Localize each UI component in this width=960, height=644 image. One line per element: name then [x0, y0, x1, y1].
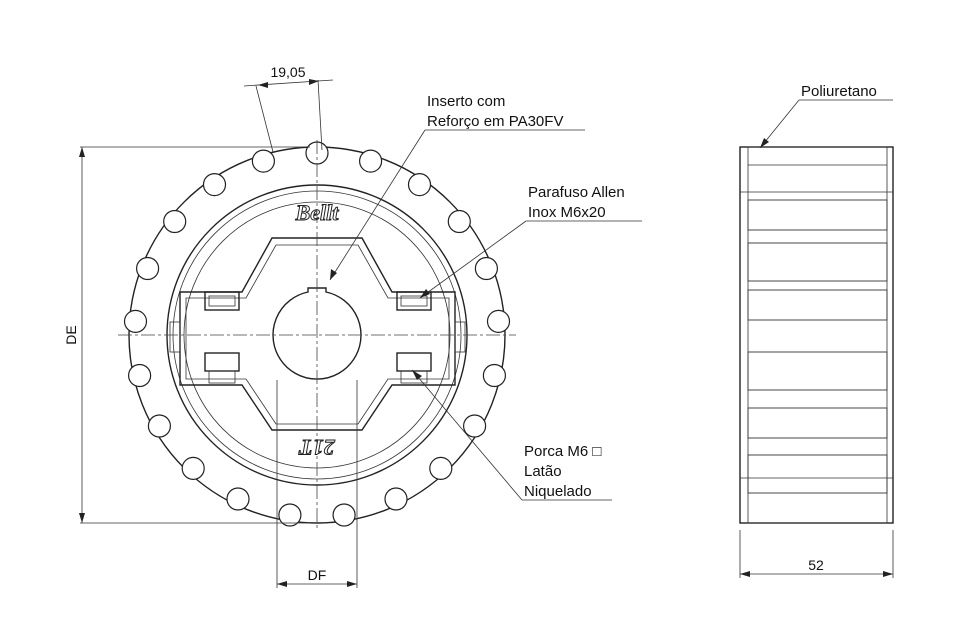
- width-arrow-right: [883, 571, 893, 577]
- side-tooth: [747, 289, 888, 321]
- material-callout: Poliuretano: [801, 83, 877, 100]
- tooth-notch: [463, 414, 487, 438]
- nut-leader: [411, 369, 523, 501]
- width-label: 52: [808, 557, 824, 573]
- side-tooth: [747, 199, 888, 231]
- bolt-pocket-bottom-left: [204, 352, 240, 372]
- tooth-notch: [278, 503, 302, 527]
- de-arrow-top: [79, 147, 85, 157]
- pitch-arrow-left: [258, 82, 268, 88]
- de-dimension: DE: [63, 146, 310, 524]
- de-label: DE: [63, 325, 79, 344]
- material-leader-arrow: [760, 138, 769, 148]
- df-arrow-left: [277, 581, 287, 587]
- side-tooth: [747, 454, 888, 494]
- side-slot-left: [169, 321, 181, 353]
- width-arrow-left: [740, 571, 750, 577]
- callout-nut: Porca M6 □ Latão Niquelado: [411, 369, 612, 501]
- tooth-notch: [147, 414, 171, 438]
- bolt-pocket-top-right: [396, 291, 432, 311]
- tooth-notch: [486, 309, 511, 333]
- side-tooth: [747, 351, 888, 391]
- brand-engraving: Bellt: [295, 200, 340, 225]
- screw-callout-line2: Inox M6x20: [528, 204, 606, 221]
- nut-right: [400, 370, 428, 384]
- side-tooth: [747, 242, 888, 282]
- bolt-pocket-top-left: [204, 291, 240, 311]
- side-slot-right: [454, 321, 466, 353]
- tooth-notch: [181, 456, 205, 480]
- side-view: [739, 146, 894, 524]
- screw-leader-arrow: [420, 289, 430, 298]
- bolt-pocket-bottom-right: [396, 352, 432, 372]
- callout-screw: Parafuso Allen Inox M6x20: [419, 184, 642, 299]
- pitch-arrow-right: [309, 79, 319, 85]
- pitch-dim-line: [243, 79, 334, 87]
- callout-insert: Inserto com Reforço em PA30FV: [329, 93, 585, 281]
- tooth-notch: [332, 503, 356, 527]
- insert-outline: [179, 237, 456, 431]
- tooth-notch: [429, 456, 453, 480]
- de-arrow-bottom: [79, 513, 85, 523]
- pitch-label: 19,05: [270, 64, 305, 80]
- df-arrow-right: [347, 581, 357, 587]
- pitch-dimension: 19,05: [243, 64, 334, 153]
- insert-callout-line2: Reforço em PA30FV: [427, 113, 563, 130]
- nut-leader-arrow: [412, 370, 422, 380]
- tooth-notch: [163, 209, 187, 234]
- insert-leader-arrow: [330, 269, 337, 280]
- screw-callout-line1: Parafuso Allen: [528, 184, 625, 201]
- nut-callout-line2: Latão: [524, 463, 562, 480]
- tooth-notch: [202, 173, 227, 197]
- side-inner: [747, 146, 888, 524]
- df-dimension: DF: [276, 380, 358, 588]
- pitch-ext-right: [317, 79, 323, 151]
- front-view: Bellt 21T: [118, 140, 516, 530]
- tooth-notches: [123, 141, 511, 527]
- tooth-count-engraving: 21T: [298, 435, 336, 460]
- tooth-notch: [384, 487, 408, 511]
- tooth-notch: [447, 209, 471, 234]
- callout-material: Poliuretano: [759, 83, 893, 149]
- insert-leader: [329, 129, 426, 281]
- tooth-notch: [226, 487, 250, 511]
- tooth-notch: [123, 309, 148, 333]
- bolt-pocket-top-left-inner: [208, 295, 236, 307]
- tooth-notch: [407, 173, 432, 197]
- tooth-notch: [359, 149, 383, 173]
- bolt-pocket-top-right-inner: [400, 295, 428, 307]
- insert-outline-inner: [185, 244, 450, 425]
- side-teeth: [747, 199, 888, 494]
- screw-leader: [419, 220, 527, 299]
- insert-callout-line1: Inserto com: [427, 93, 505, 110]
- tooth-notch: [474, 256, 498, 281]
- tooth-notch: [128, 363, 152, 388]
- nut-left: [208, 370, 236, 384]
- side-outline: [739, 146, 894, 524]
- bolt-pockets: [169, 291, 466, 384]
- bore: [272, 287, 362, 380]
- nut-callout-line1: Porca M6 □: [524, 443, 601, 460]
- side-tooth: [747, 407, 888, 439]
- pitch-ext-left: [255, 85, 274, 153]
- tooth-notch: [251, 149, 275, 173]
- tooth-notch: [136, 256, 160, 281]
- df-label: DF: [308, 567, 327, 583]
- nut-callout-line3: Niquelado: [524, 483, 592, 500]
- tooth-notch: [482, 363, 506, 388]
- width-dimension: 52: [739, 530, 894, 578]
